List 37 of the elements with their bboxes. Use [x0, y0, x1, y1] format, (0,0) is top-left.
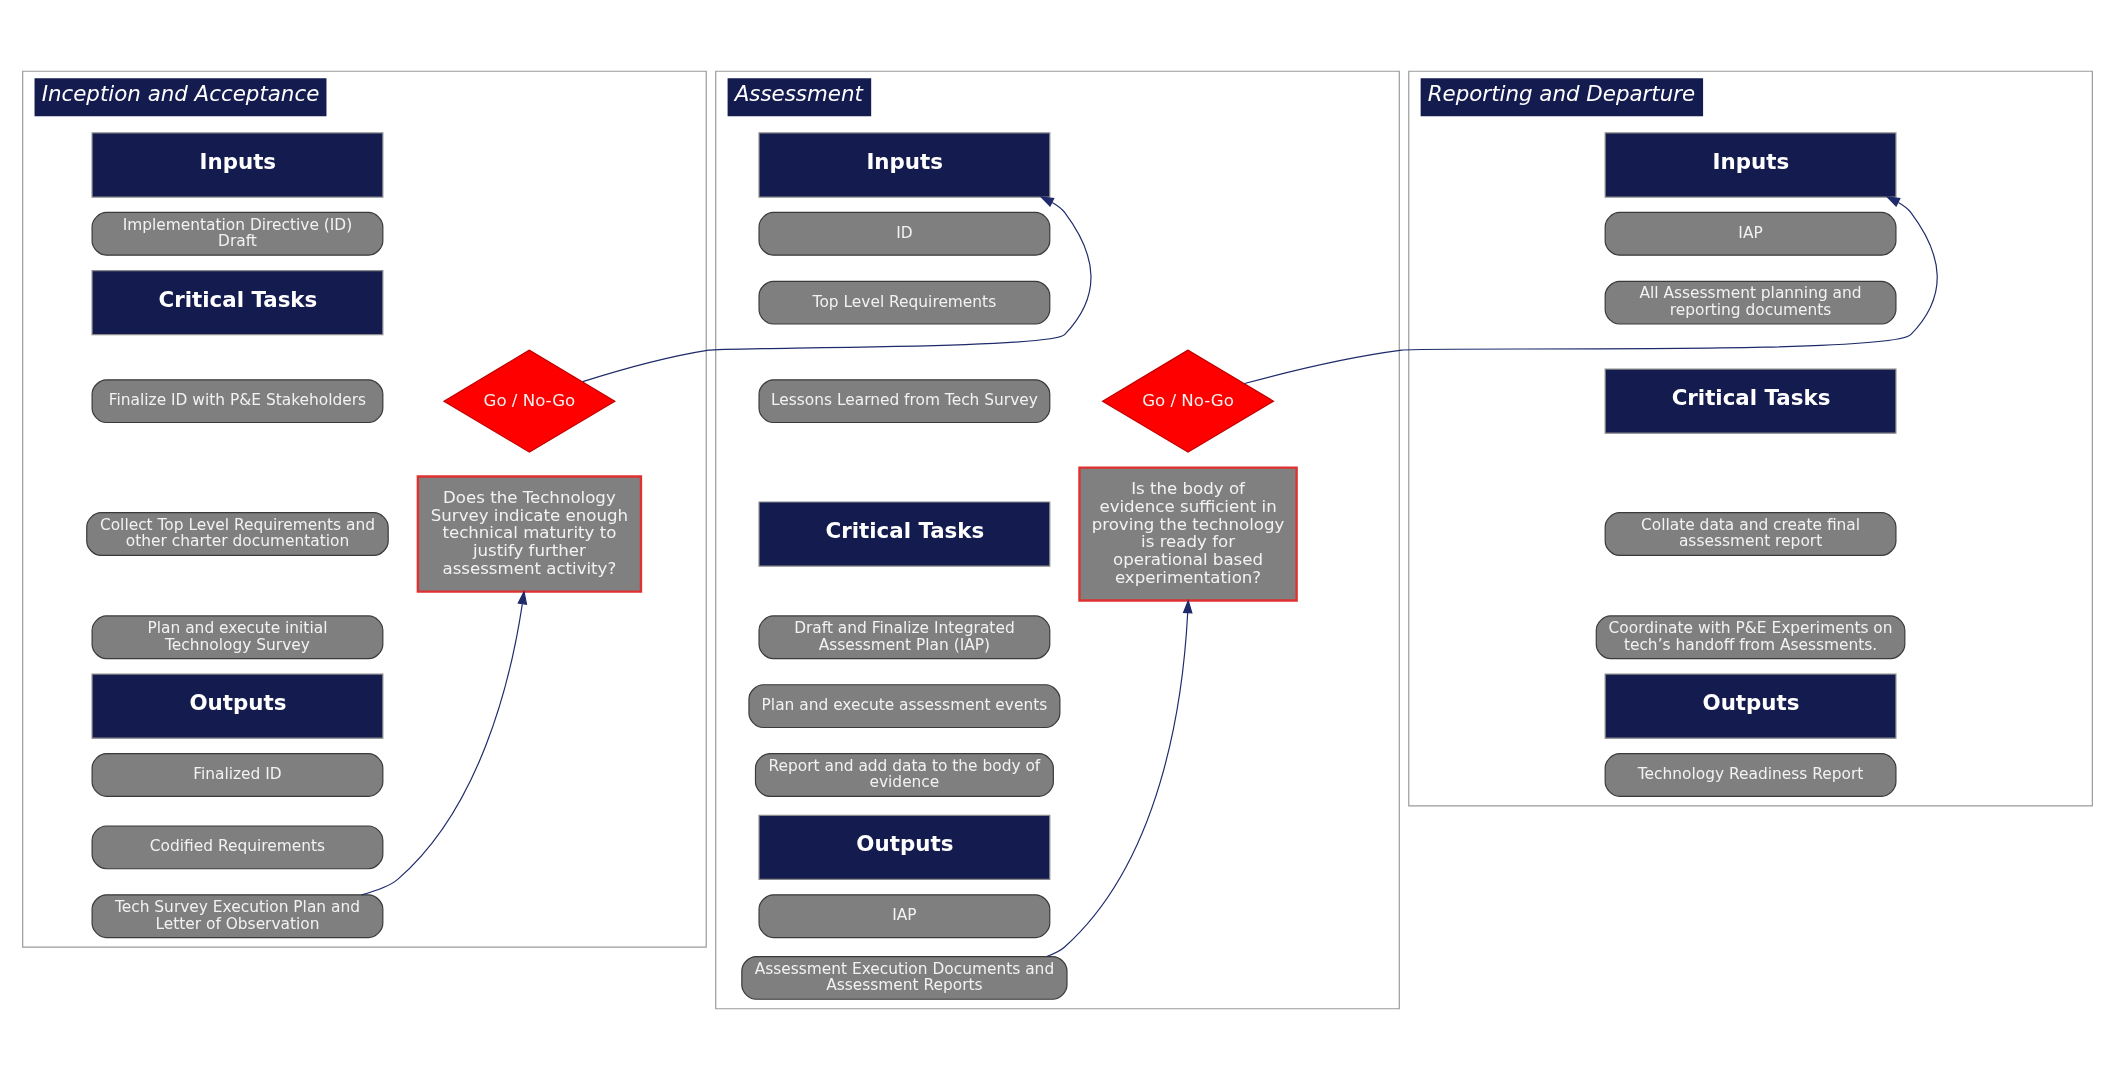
node-diamond: Go / No-Go: [1101, 349, 1275, 453]
node-box: IAP: [1604, 211, 1897, 256]
node-box: Critical Tasks: [758, 501, 1051, 567]
node-box: Does the Technology Survey indicate enough technical maturity to justify further assessment activity?: [416, 475, 643, 593]
node-box: Coordinate with P&E Experiments on tech’s handoff from Asessments.: [1595, 615, 1906, 660]
node-diamond: Go / No-Go: [442, 349, 616, 453]
node-box: Outputs: [1604, 673, 1897, 739]
node-box: Report and add data to the body of evidence: [754, 753, 1054, 797]
arrow: [1244, 196, 1938, 385]
node-box: Is the body of evidence sufficient in proving the technology is ready for operational based experimentation?: [1078, 466, 1298, 602]
node-box: Plan and execute initial Technology Survey: [91, 615, 384, 660]
node-box: Inputs: [758, 132, 1051, 198]
node-box: Critical Tasks: [91, 270, 384, 336]
node-box: All Assessment planning and reporting documents: [1604, 280, 1897, 325]
node-box: Finalize ID with P&E Stakeholders: [91, 379, 384, 424]
node-box: Collect Top Level Requirements and other charter documentation: [86, 512, 389, 557]
node-box: Assessment Execution Documents and Assessment Reports: [741, 955, 1068, 1000]
node-box: Finalized ID: [91, 753, 384, 797]
node-box: IAP: [758, 894, 1051, 939]
node-box: Codified Requirements: [91, 825, 384, 870]
node-box: Inputs: [1604, 132, 1897, 198]
arrow: [582, 196, 1092, 383]
arrow: [361, 590, 528, 896]
node-box: Plan and execute assessment events: [748, 684, 1061, 729]
node-box: Critical Tasks: [1604, 368, 1897, 434]
node-box: Draft and Finalize Integrated Assessment Plan (IAP): [758, 615, 1051, 660]
node-box: ID: [758, 211, 1051, 256]
node-box: Lessons Learned from Tech Survey: [758, 379, 1051, 424]
node-box: Implementation Directive (ID) Draft: [91, 211, 384, 256]
node-box: Inputs: [91, 132, 384, 198]
node-box: Top Level Requirements: [758, 280, 1051, 325]
node-box: Outputs: [91, 673, 384, 739]
node-box: Tech Survey Execution Plan and Letter of Observation: [91, 894, 384, 939]
arrow: [1046, 598, 1193, 958]
node-box: Outputs: [758, 814, 1051, 880]
node-box: Technology Readiness Report: [1604, 753, 1897, 797]
node-box: Collate data and create final assessment report: [1604, 512, 1897, 557]
